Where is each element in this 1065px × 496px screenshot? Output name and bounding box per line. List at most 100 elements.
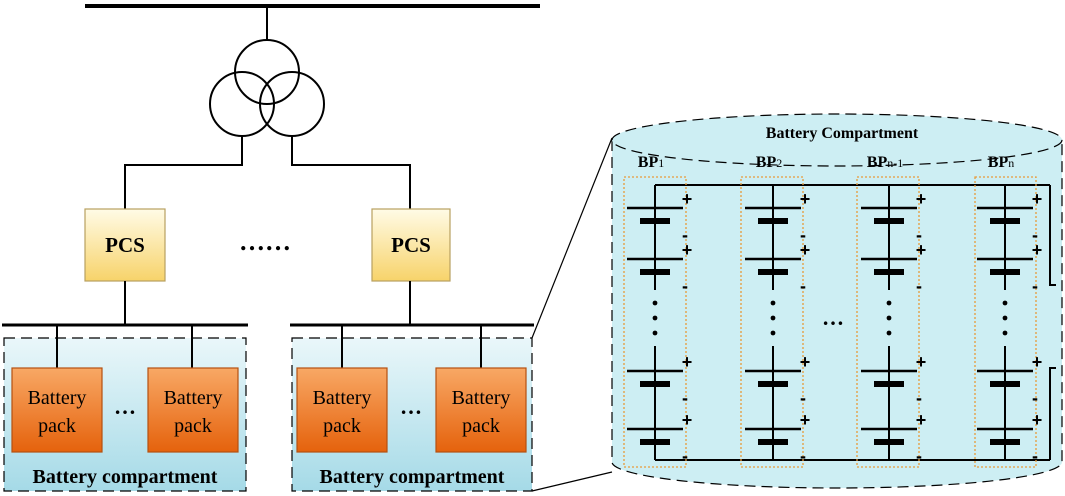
string-right-wire — [1049, 367, 1056, 460]
cell-minus-sign: - — [1032, 276, 1038, 296]
bp-column: BPn-1+-+-+-+- — [856, 154, 927, 468]
bp-column: BP2+-+-+-+- — [740, 154, 810, 468]
cell-negative-plate — [758, 269, 788, 275]
string-dot — [886, 315, 892, 321]
battery-cell: +- — [627, 352, 692, 408]
detail-title: Battery Compartment — [766, 125, 919, 142]
cell-plus-sign: + — [916, 189, 927, 209]
battery-pack-line2: pack — [462, 415, 500, 437]
grid-connection — [85, 4, 540, 209]
battery-compartment-left: Battery pack … Battery pack Battery comp… — [2, 323, 248, 492]
cell-plus-sign: + — [916, 240, 927, 260]
cell-plus-sign: + — [682, 240, 693, 260]
pcs-right: PCS — [371, 208, 451, 282]
bp-label: BP2 — [756, 154, 782, 171]
pcs-left: PCS — [84, 208, 166, 282]
bp-column-ellipsis: … — [822, 305, 844, 330]
bp-label: BPn-1 — [867, 154, 903, 171]
cell-plus-sign: + — [1032, 189, 1043, 209]
battery-compartment-right: Battery pack … Battery pack Battery comp… — [290, 323, 534, 492]
battery-cell: +- — [861, 240, 926, 296]
cylinder-top — [611, 113, 1063, 167]
battery-cell: +- — [627, 410, 692, 466]
string-dot — [770, 330, 776, 336]
cell-minus-sign: - — [916, 225, 922, 245]
cell-negative-plate — [758, 218, 788, 224]
battery-pack: Battery pack — [11, 367, 103, 453]
battery-cell: +- — [861, 352, 926, 408]
cell-negative-plate — [640, 269, 670, 275]
battery-cell: +- — [861, 189, 926, 245]
string-right-wire — [1049, 185, 1056, 286]
cell-minus-sign: - — [682, 446, 688, 466]
zoom-projection-lines — [531, 137, 613, 492]
battery-pack-line2: pack — [323, 415, 361, 437]
cell-plus-sign: + — [916, 410, 927, 430]
cell-negative-plate — [874, 218, 904, 224]
battery-pack: Battery pack — [435, 367, 527, 453]
string-dot — [770, 315, 776, 321]
cell-minus-sign: - — [682, 225, 688, 245]
cell-minus-sign: - — [916, 276, 922, 296]
cell-negative-plate — [640, 218, 670, 224]
bp-columns: BP1+-+-+-+-BP2+-+-+-+-BPn-1+-+-+-+-BPn+-… — [623, 154, 1056, 468]
cell-plus-sign: + — [800, 189, 811, 209]
battery-pack-line2: pack — [38, 415, 76, 437]
battery-cell: +- — [745, 410, 810, 466]
pack-ellipsis: … — [114, 394, 136, 419]
battery-pack-line1: Battery — [164, 387, 223, 409]
cell-negative-plate — [640, 439, 670, 445]
cell-plus-sign: + — [682, 410, 693, 430]
battery-pack: Battery pack — [147, 367, 239, 453]
cell-minus-sign: - — [800, 446, 806, 466]
string-dot — [1002, 330, 1008, 336]
cell-negative-plate — [990, 218, 1020, 224]
cell-minus-sign: - — [800, 388, 806, 408]
string-dot — [652, 315, 658, 321]
cell-minus-sign: - — [800, 225, 806, 245]
detail-battery-compartment: Battery Compartment … BP1+-+-+-+-BP2+-+-… — [611, 113, 1063, 489]
cylinder-body — [611, 139, 1063, 489]
pcs-right-label: PCS — [391, 233, 431, 257]
battery-cell: +- — [627, 189, 692, 245]
cell-negative-plate — [758, 439, 788, 445]
string-dot — [652, 300, 658, 306]
battery-pack: Battery pack — [296, 367, 388, 453]
string-dot — [770, 300, 776, 306]
cell-minus-sign: - — [916, 388, 922, 408]
pcs-ellipsis: …… — [239, 227, 291, 256]
battery-cell: +- — [745, 240, 810, 296]
transformer-to-right-pcs-line — [291, 136, 411, 209]
cell-plus-sign: + — [800, 240, 811, 260]
battery-cell: +- — [745, 352, 810, 408]
battery-cell: +- — [977, 352, 1042, 408]
battery-pack-line1: Battery — [313, 387, 372, 409]
pcs-left-label: PCS — [105, 233, 145, 257]
cell-negative-plate — [640, 381, 670, 387]
cell-negative-plate — [874, 269, 904, 275]
battery-pack-line1: Battery — [28, 387, 87, 409]
string-dot — [652, 330, 658, 336]
cell-negative-plate — [758, 381, 788, 387]
cell-negative-plate — [990, 269, 1020, 275]
bp-column: BP1+-+-+-+- — [623, 154, 693, 468]
cell-negative-plate — [874, 439, 904, 445]
battery-compartment-title: Battery compartment — [320, 466, 505, 488]
cell-plus-sign: + — [800, 410, 811, 430]
cell-minus-sign: - — [1032, 225, 1038, 245]
string-dot — [1002, 315, 1008, 321]
cell-negative-plate — [990, 381, 1020, 387]
cell-plus-sign: + — [800, 352, 811, 372]
string-dot — [886, 330, 892, 336]
cell-minus-sign: - — [916, 446, 922, 466]
battery-pack-line1: Battery — [452, 387, 511, 409]
cell-plus-sign: + — [916, 352, 927, 372]
battery-cell: +- — [977, 410, 1042, 466]
bp-enclosure — [974, 176, 1037, 468]
cell-minus-sign: - — [1032, 388, 1038, 408]
battery-cell: +- — [745, 189, 810, 245]
cell-minus-sign: - — [682, 276, 688, 296]
bp-column: BPn+-+-+-+- — [974, 154, 1043, 468]
cell-minus-sign: - — [1032, 446, 1038, 466]
